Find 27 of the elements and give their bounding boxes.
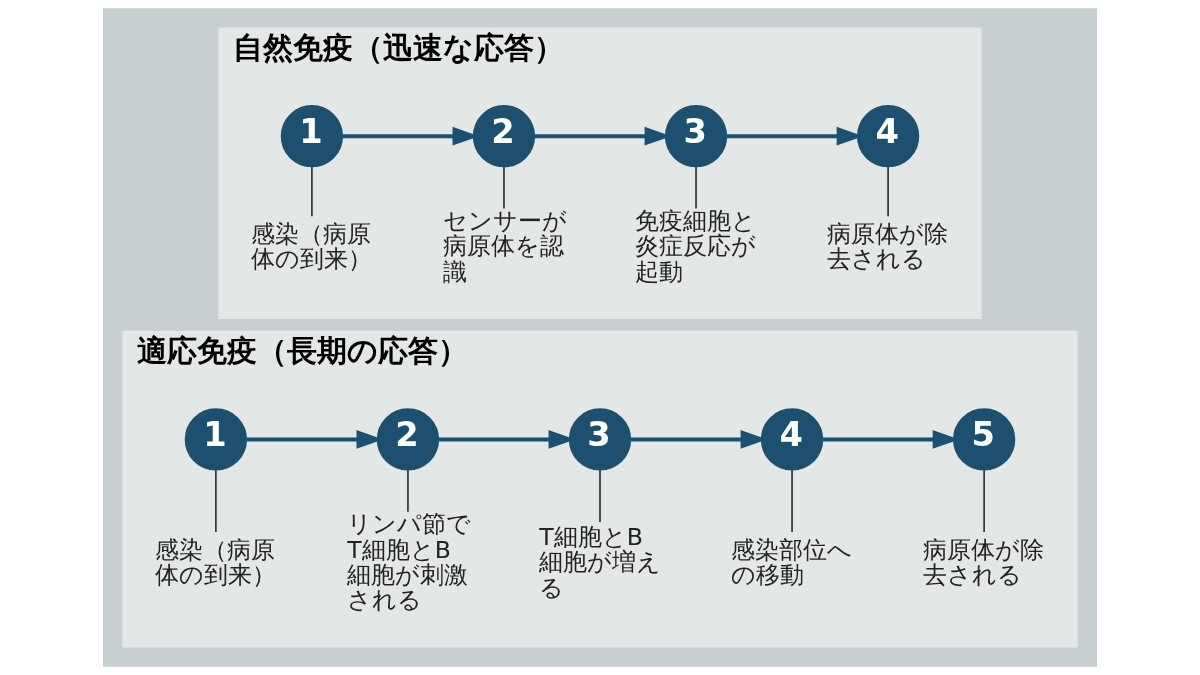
connector [983, 468, 985, 533]
connector [599, 468, 601, 523]
connector [887, 165, 889, 218]
node-text: 感染（病原体の到来） [155, 535, 277, 589]
node-circle: 4 [760, 408, 824, 471]
connector [695, 165, 697, 210]
node-circle: 4 [856, 105, 920, 168]
node-circle: 5 [952, 408, 1016, 471]
node-text: 病原体が除去される [923, 535, 1045, 589]
connector [311, 165, 313, 218]
node-text: 病原体が除去される [827, 219, 949, 274]
node-text: 免疫細胞と炎症反応が起動 [635, 207, 757, 286]
node-circle: 3 [664, 105, 728, 168]
node-circle: 3 [568, 408, 632, 471]
node-text: 感染部位への移動 [731, 535, 853, 589]
node-text: T細胞とB細胞が増える [539, 523, 662, 602]
node-circle: 1 [184, 408, 248, 471]
node-circle: 1 [280, 105, 344, 168]
connector [407, 468, 409, 513]
node-text: 感染（病原体の到来） [251, 219, 373, 274]
connector [503, 165, 505, 210]
connector [215, 468, 217, 533]
node-circle: 2 [376, 408, 440, 471]
node-text: センサーが病原体を認識 [443, 207, 568, 286]
node-text: リンパ節でT細胞とB細胞が刺激される [347, 510, 472, 615]
connector [791, 468, 793, 533]
node-circle: 2 [472, 105, 536, 168]
